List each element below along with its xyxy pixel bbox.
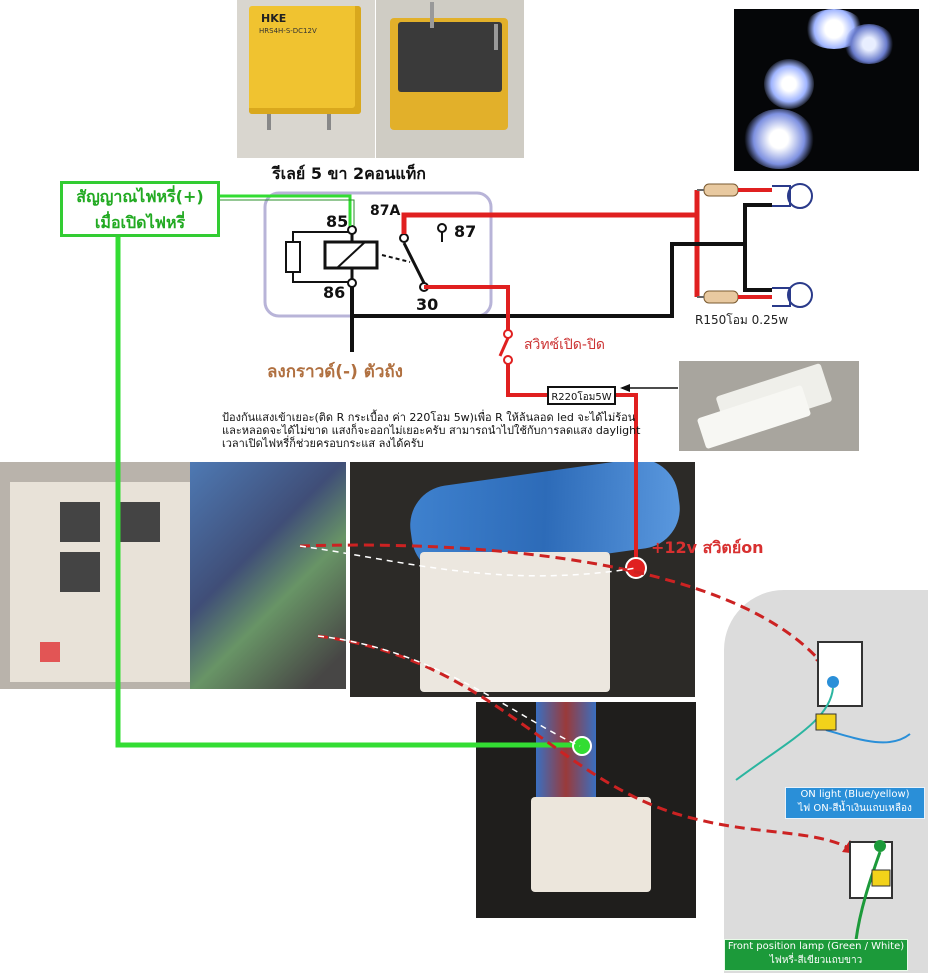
led-resistor-bottom xyxy=(703,290,739,304)
relay-caption: รีเลย์ 5 ขา 2คอนแท็ก xyxy=(272,164,426,183)
on-light-line2: ไฟ ON-สีน้ำเงินแถบเหลือง xyxy=(798,803,912,814)
relay-brand: HKE xyxy=(261,12,287,25)
front-lamp-line1: Front position lamp (Green / White) xyxy=(727,941,905,952)
signal-tap-point xyxy=(572,736,592,756)
on-light-splice xyxy=(815,713,837,731)
pin-86-label: 86 xyxy=(323,283,346,302)
pin-30-label: 30 xyxy=(416,295,439,314)
switch-contact-bottom xyxy=(503,355,513,365)
switch-contact-top xyxy=(503,329,513,339)
switch-wire xyxy=(424,285,510,330)
pin-87a-terminal xyxy=(399,233,409,243)
signal-label-box: สัญญาณไฟหรี่(+) เมื่อเปิดไฟหรี่ xyxy=(60,181,220,237)
front-lamp-label: Front position lamp (Green / White) ไฟหร… xyxy=(724,939,908,971)
pin-87-label: 87 xyxy=(454,222,477,241)
led-positive-wire xyxy=(401,212,697,234)
front-lamp-line2: ไฟหรี่-สีเขียวแถบขาว xyxy=(769,955,863,966)
supply-wire xyxy=(616,393,638,567)
pin-85-label: 85 xyxy=(326,212,349,231)
signal-wire-down xyxy=(115,236,582,748)
led-photo xyxy=(734,9,919,171)
ground-label: ลงกราวด์(-) ตัวถัง xyxy=(267,362,403,382)
pin-87-terminal xyxy=(437,223,447,233)
supply-label: +12v สวิตย์on xyxy=(651,538,764,557)
switch-lever xyxy=(498,337,510,357)
switch-label: สวิทซ์เปิด-ปิด xyxy=(524,337,605,353)
led-top xyxy=(787,183,813,209)
relay-photo-front: HKE HRS4H-S-DC12V xyxy=(237,0,375,158)
fusebox-photo xyxy=(0,462,346,689)
resistor-220-box: R220โอม5W xyxy=(547,386,616,405)
ceramic-resistor-photo xyxy=(679,361,859,451)
front-lamp-splice xyxy=(871,869,891,887)
led-bottom xyxy=(787,282,813,308)
dashed-link-on-light xyxy=(299,543,828,669)
resistor-note: ป้องกันแสงเข้าเยอะ(ติด R กระเบื้อง ค่า 2… xyxy=(222,411,641,450)
relay-photo-back xyxy=(376,0,524,158)
led-resistor-label: R150โอม 0.25w xyxy=(695,313,789,327)
pin-86-terminal xyxy=(347,278,357,288)
led-resistor-top xyxy=(703,183,739,197)
on-light-connector xyxy=(817,641,863,707)
relay-model: HRS4H-S-DC12V xyxy=(259,27,317,35)
signal-wire xyxy=(220,194,352,226)
pin-85-terminal xyxy=(347,225,357,235)
led-return-wire xyxy=(743,203,772,292)
pin-87a-label: 87A xyxy=(370,203,401,219)
signal-label-line1: สัญญาณไฟหรี่(+) xyxy=(76,187,204,206)
on-light-label: ON light (Blue/yellow) ไฟ ON-สีน้ำเงินแถ… xyxy=(785,787,925,819)
signal-label-line2: เมื่อเปิดไฟหรี่ xyxy=(94,213,186,232)
on-light-line1: ON light (Blue/yellow) xyxy=(800,789,910,800)
